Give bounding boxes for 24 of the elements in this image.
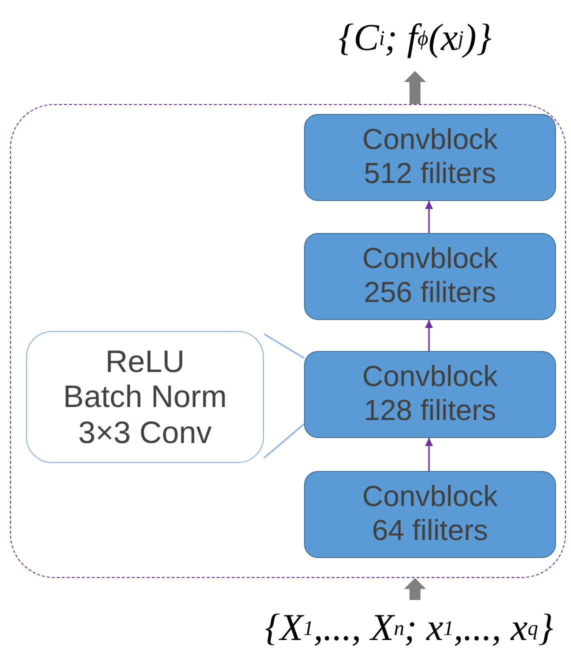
convblock-box xyxy=(304,233,556,320)
arrow xyxy=(425,320,433,351)
convblock-box xyxy=(304,471,556,558)
arrow xyxy=(425,438,433,471)
convblock-box xyxy=(304,351,556,438)
block-label: 512 filiters xyxy=(364,158,496,191)
callout-line xyxy=(264,423,304,459)
block-label: Convblock xyxy=(362,481,498,514)
arrow xyxy=(425,201,433,233)
block-label: 256 filiters xyxy=(364,276,496,310)
block-label: Batch Norm xyxy=(63,379,227,415)
block-label: ReLU xyxy=(105,344,185,380)
callout-line xyxy=(264,333,304,359)
block-label: Convblock xyxy=(362,361,498,394)
callout-box xyxy=(26,331,264,463)
block-label: 64 filiters xyxy=(372,514,488,548)
arrow xyxy=(404,71,426,104)
arrow xyxy=(404,578,426,600)
block-label: Convblock xyxy=(362,243,498,276)
block-label: 128 filiters xyxy=(364,394,496,428)
block-label: 3×3 Conv xyxy=(78,414,212,450)
convblock-box xyxy=(304,114,556,201)
network-container xyxy=(10,104,566,578)
block-label: Convblock xyxy=(362,124,498,158)
